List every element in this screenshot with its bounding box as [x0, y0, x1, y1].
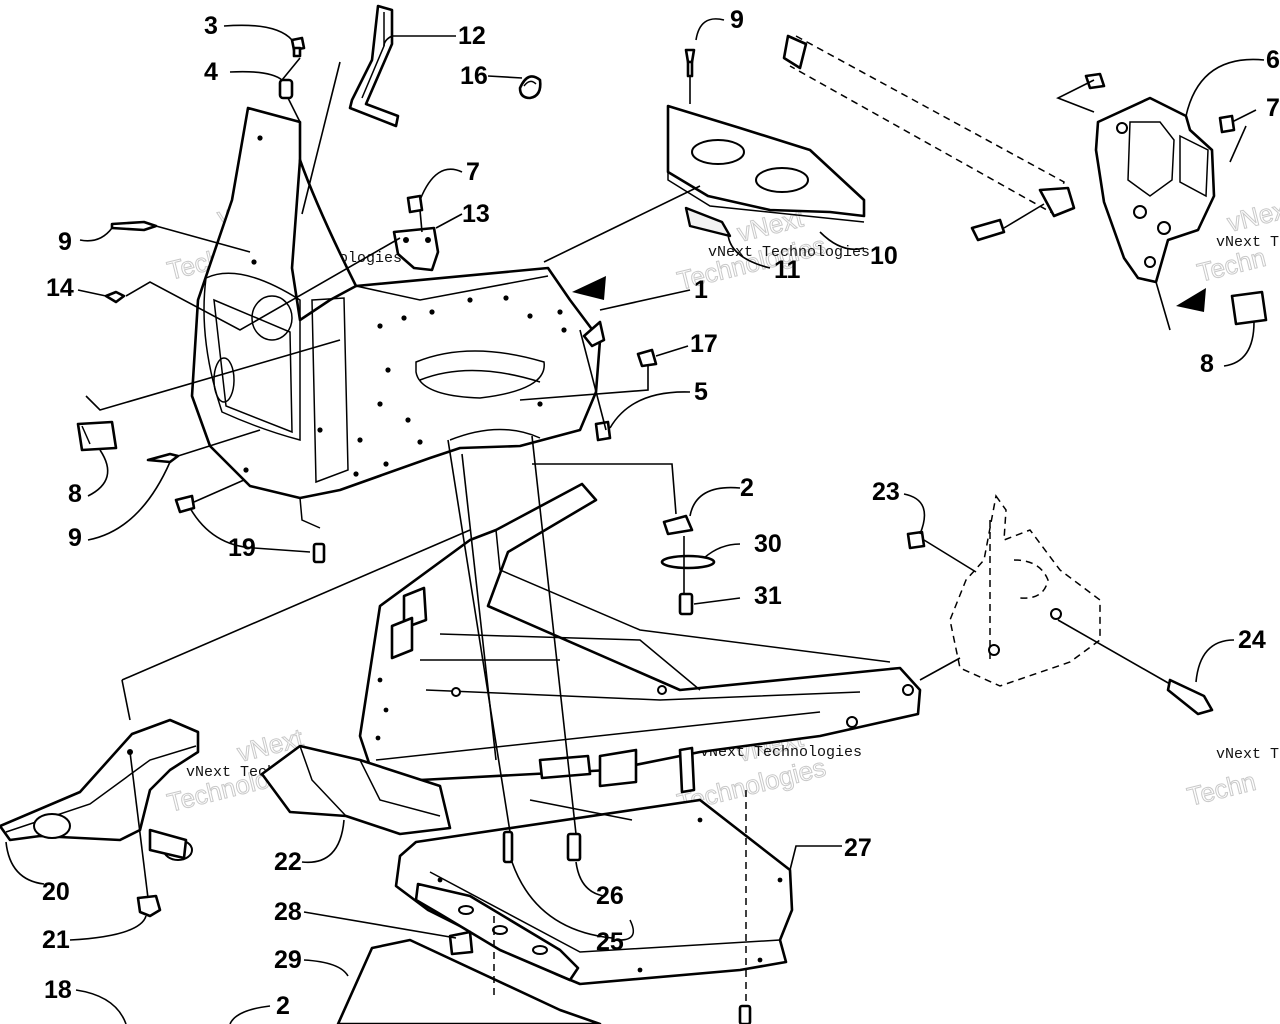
callout-25: 25 [596, 928, 624, 956]
callout-9-lower: 9 [68, 524, 82, 552]
spindle-bracket-20 [0, 718, 200, 861]
watermark-technologies: Techn [1184, 766, 1259, 812]
side-frame-dashed [949, 494, 1101, 687]
callout-6: 6 [1266, 46, 1280, 74]
callout-11: 11 [774, 256, 801, 284]
callout-12: 12 [458, 22, 486, 50]
cross-bar-dashed [782, 34, 1076, 218]
bolt-bottom [738, 1004, 752, 1024]
fastener-group [76, 36, 1268, 1024]
plug-21 [136, 894, 162, 918]
bumper-8-right [1230, 290, 1268, 326]
callout-16: 16 [460, 62, 488, 90]
callout-13: 13 [462, 200, 490, 228]
callout-8-left: 8 [68, 480, 82, 508]
bolt-5 [594, 420, 612, 442]
rivet-9-left [110, 220, 158, 232]
washer-30 [660, 554, 716, 570]
rivet-9-lower [146, 452, 180, 464]
callout-labels: 3 4 12 16 9 6 7 7 13 9 10 11 14 1 17 8 5… [42, 6, 1280, 1020]
rivet-14 [104, 290, 126, 304]
main-frame [358, 482, 922, 794]
bolt-bracket [970, 218, 1006, 242]
watermark-caption: vNext Technologies [708, 244, 870, 261]
bolt-24 [1166, 678, 1214, 716]
callout-18: 18 [44, 976, 72, 1004]
bottom-plate-29 [336, 938, 602, 1024]
clip-11 [684, 206, 732, 238]
rivet-25 [502, 830, 514, 864]
callout-5: 5 [694, 378, 708, 406]
nut-7-right [1218, 114, 1236, 134]
lower-bracket-22 [260, 744, 452, 836]
callout-21: 21 [42, 926, 70, 954]
watermark-technologies: Techn [1194, 242, 1269, 288]
callout-30: 30 [754, 530, 782, 558]
callout-17: 17 [690, 330, 718, 358]
callout-3: 3 [204, 12, 218, 40]
support-arm [348, 4, 400, 128]
callout-20: 20 [42, 878, 70, 906]
callout-7-right: 7 [1266, 94, 1280, 122]
callout-9-top: 9 [730, 6, 744, 34]
watermark-caption: vNext Technologies [700, 744, 862, 761]
rivet-9-top [684, 48, 696, 78]
leader-lines [5, 18, 1265, 1024]
callout-26: 26 [596, 882, 624, 910]
clip-28 [448, 930, 474, 956]
callout-14: 14 [46, 274, 74, 302]
callout-2-lower: 2 [276, 992, 290, 1020]
callout-22: 22 [274, 848, 302, 876]
watermark-vnext: vNext [1224, 192, 1280, 237]
nut-7 [406, 194, 424, 214]
clip-2 [662, 514, 694, 536]
nut-17 [636, 348, 658, 368]
nut-6 [1084, 72, 1106, 90]
watermark-caption: vNext Te [1216, 234, 1280, 251]
spacer-4 [278, 78, 294, 100]
callout-23: 23 [872, 478, 900, 506]
callout-29: 29 [274, 946, 302, 974]
bolt-19-b [312, 542, 326, 564]
callout-1: 1 [694, 276, 708, 304]
bolt-3 [290, 36, 306, 58]
nut-23 [906, 530, 926, 550]
callout-7: 7 [466, 158, 480, 186]
callout-8-right: 8 [1200, 350, 1214, 378]
bolt-31 [678, 592, 694, 616]
clip-16 [518, 75, 542, 100]
bumper-8-left [76, 420, 118, 452]
callout-31: 31 [754, 582, 782, 610]
callout-19: 19 [228, 534, 256, 562]
callout-10: 10 [870, 242, 898, 270]
callout-4: 4 [204, 58, 218, 86]
callout-9-left: 9 [58, 228, 72, 256]
bracket-13 [392, 226, 440, 272]
side-bracket-6 [1094, 96, 1216, 312]
front-bulkhead [190, 106, 606, 529]
bolt-19-a [174, 494, 196, 514]
top-plate [666, 104, 866, 223]
callout-24: 24 [1238, 626, 1266, 654]
callout-28: 28 [274, 898, 302, 926]
bolt-26 [566, 832, 582, 862]
callout-2-upper: 2 [740, 474, 754, 502]
watermark-caption: vNext Te [1216, 746, 1280, 763]
callout-27: 27 [844, 834, 872, 862]
wear-strip [414, 882, 580, 982]
